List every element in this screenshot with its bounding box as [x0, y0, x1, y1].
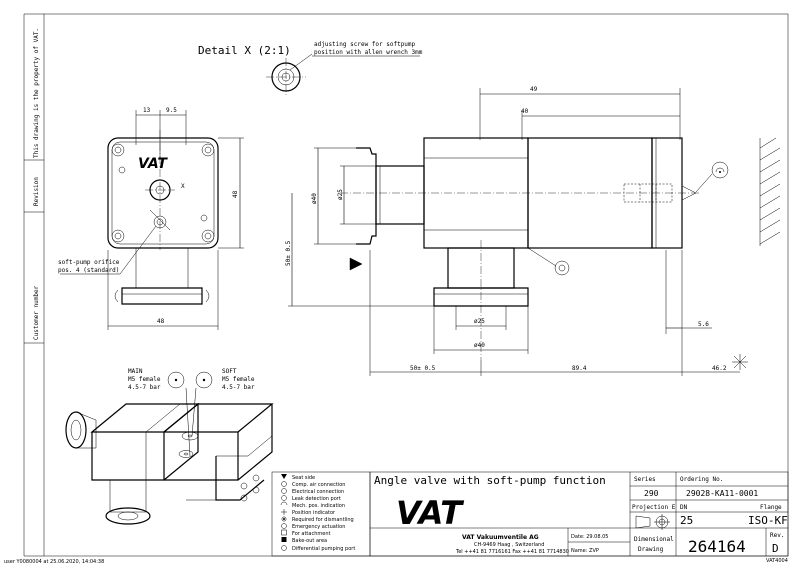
- legend-item-9: Bake-out area: [292, 538, 327, 544]
- seat-side-icon: [281, 474, 287, 479]
- title-block: Angle valve with soft-pump function Seri…: [369, 471, 789, 564]
- company-phone: Tel ++41 81 7716161 Fax ++41 81 7714830: [455, 549, 569, 555]
- dn-label: DN: [680, 504, 688, 511]
- series-value: 290: [644, 489, 659, 498]
- dismantle-star-icon: [732, 354, 748, 370]
- legend-item-10: Differential pumping port: [292, 546, 355, 552]
- dim-9-5: 9.5: [166, 107, 177, 114]
- dim-phi25-left: ø25: [337, 189, 344, 200]
- dim-5-6: 5.6: [698, 321, 709, 328]
- mech-indication-icon: [280, 501, 288, 506]
- bake-out-icon: [281, 537, 287, 542]
- company-name: VAT Vakuumventile AG: [462, 534, 539, 541]
- legend-item-2: Electrical connection: [292, 489, 344, 495]
- dimensional-label: Dimensional: [634, 536, 674, 543]
- drawing-name: Name: ZVP: [571, 548, 599, 554]
- dim-50-bottom: 50± 0.5: [410, 365, 436, 372]
- legend-item-4: Mech. pos. indication: [292, 503, 345, 509]
- legend-item-8: For attachment: [292, 531, 330, 537]
- drawing-date: Date: 29.08.05: [571, 534, 609, 540]
- soft-port-line2: M5 female: [222, 376, 255, 383]
- front-view-logo: VAT: [138, 156, 168, 172]
- legend-item-1: Comp. air connection: [292, 482, 345, 488]
- dn-value: 25: [680, 514, 693, 527]
- isometric-view: [65, 402, 274, 525]
- legend-item-3: Leak detection port: [292, 496, 341, 502]
- flange-label: Flange: [760, 504, 782, 511]
- projection-icon: [635, 514, 670, 530]
- side-view: 49 40: [285, 86, 781, 376]
- customer-number-label: Customer number: [33, 285, 40, 340]
- vat-logo: VAT: [396, 494, 464, 532]
- dim-phi25-bottom: ø25: [474, 318, 485, 325]
- legend-item-7: Emergency actuation: [292, 524, 345, 530]
- detail-x-note-line2: position with allen wrench 3mm: [314, 49, 423, 56]
- leak-port-icon: [281, 495, 287, 501]
- legend: Seat side Comp. air connection Electrica…: [280, 474, 355, 552]
- detail-x-title: Detail X (2:1): [198, 44, 291, 57]
- drawing-label: Drawing: [638, 546, 664, 553]
- ordering-value: 29028-KA11-0001: [686, 489, 758, 498]
- rev-label: Rev.: [770, 532, 784, 539]
- main-port-line1: MAIN: [128, 368, 143, 375]
- dim-89-4: 89.4: [572, 365, 587, 372]
- dismantling-icon: [281, 516, 287, 522]
- dim-50-left: 50± 0.5: [285, 240, 292, 266]
- footer-user-stamp: user Y0080004 at 25.06.2020, 14:04:38: [4, 559, 104, 565]
- emergency-icon: [281, 523, 287, 529]
- detail-x-marker: X: [181, 183, 185, 190]
- revision-label: Revision: [33, 177, 40, 206]
- orifice-label-line2: pos. 4 (standard): [58, 267, 119, 274]
- company-address: CH-9469 Haag , Switzerland: [474, 542, 544, 548]
- ordering-label: Ordering No.: [680, 476, 723, 483]
- position-indicator-icon: [281, 509, 287, 515]
- dim-phi40-left: ø40: [311, 193, 318, 204]
- drawing-title: Angle valve with soft-pump function: [374, 474, 606, 487]
- legend-item-5: Position indicator: [292, 510, 336, 516]
- dim-48-side: 48: [232, 190, 239, 198]
- orifice-label-line1: soft-pump orifice: [58, 259, 120, 266]
- soft-port-icon: [195, 371, 213, 389]
- dim-49: 49: [530, 86, 538, 93]
- legend-item-0: Seat side: [292, 475, 315, 481]
- legend-item-6: Required for dismantling: [292, 517, 354, 523]
- tiny-code: VAT4004: [766, 558, 788, 564]
- dim-13: 13: [143, 107, 151, 114]
- port-labels: MAIN M5 female 4.5-7 bar SOFT M5 female …: [128, 368, 255, 457]
- soft-port-line3: 4.5-7 bar: [222, 384, 255, 391]
- detail-x-screw: [266, 53, 313, 96]
- dim-phi40-bottom: ø40: [474, 342, 485, 349]
- projection-label: Projection E: [632, 504, 676, 511]
- flange-value: ISO-KF: [748, 514, 788, 527]
- detail-x-note-line1: adjusting screw for softpump: [314, 41, 416, 48]
- dim-46-2: 46.2: [712, 365, 727, 372]
- dim-40-top: 40: [521, 108, 529, 115]
- series-label: Series: [634, 476, 656, 483]
- main-port-icon: [167, 371, 185, 389]
- rev-value: D: [772, 542, 779, 555]
- electrical-connection-icon: [281, 488, 287, 494]
- diff-pump-icon: [281, 545, 287, 551]
- dim-48-bottom: 48: [157, 318, 165, 325]
- front-view: 13 9.5 VAT 48: [58, 107, 244, 330]
- drawing-number: 264164: [688, 537, 746, 556]
- main-port-line3: 4.5-7 bar: [128, 384, 161, 391]
- attachment-icon: [281, 529, 287, 536]
- soft-port-line1: SOFT: [222, 368, 237, 375]
- air-connection-icon: [281, 481, 287, 487]
- property-notice: This drawing is the property of VAT.: [33, 28, 40, 158]
- main-port-line2: M5 female: [128, 376, 161, 383]
